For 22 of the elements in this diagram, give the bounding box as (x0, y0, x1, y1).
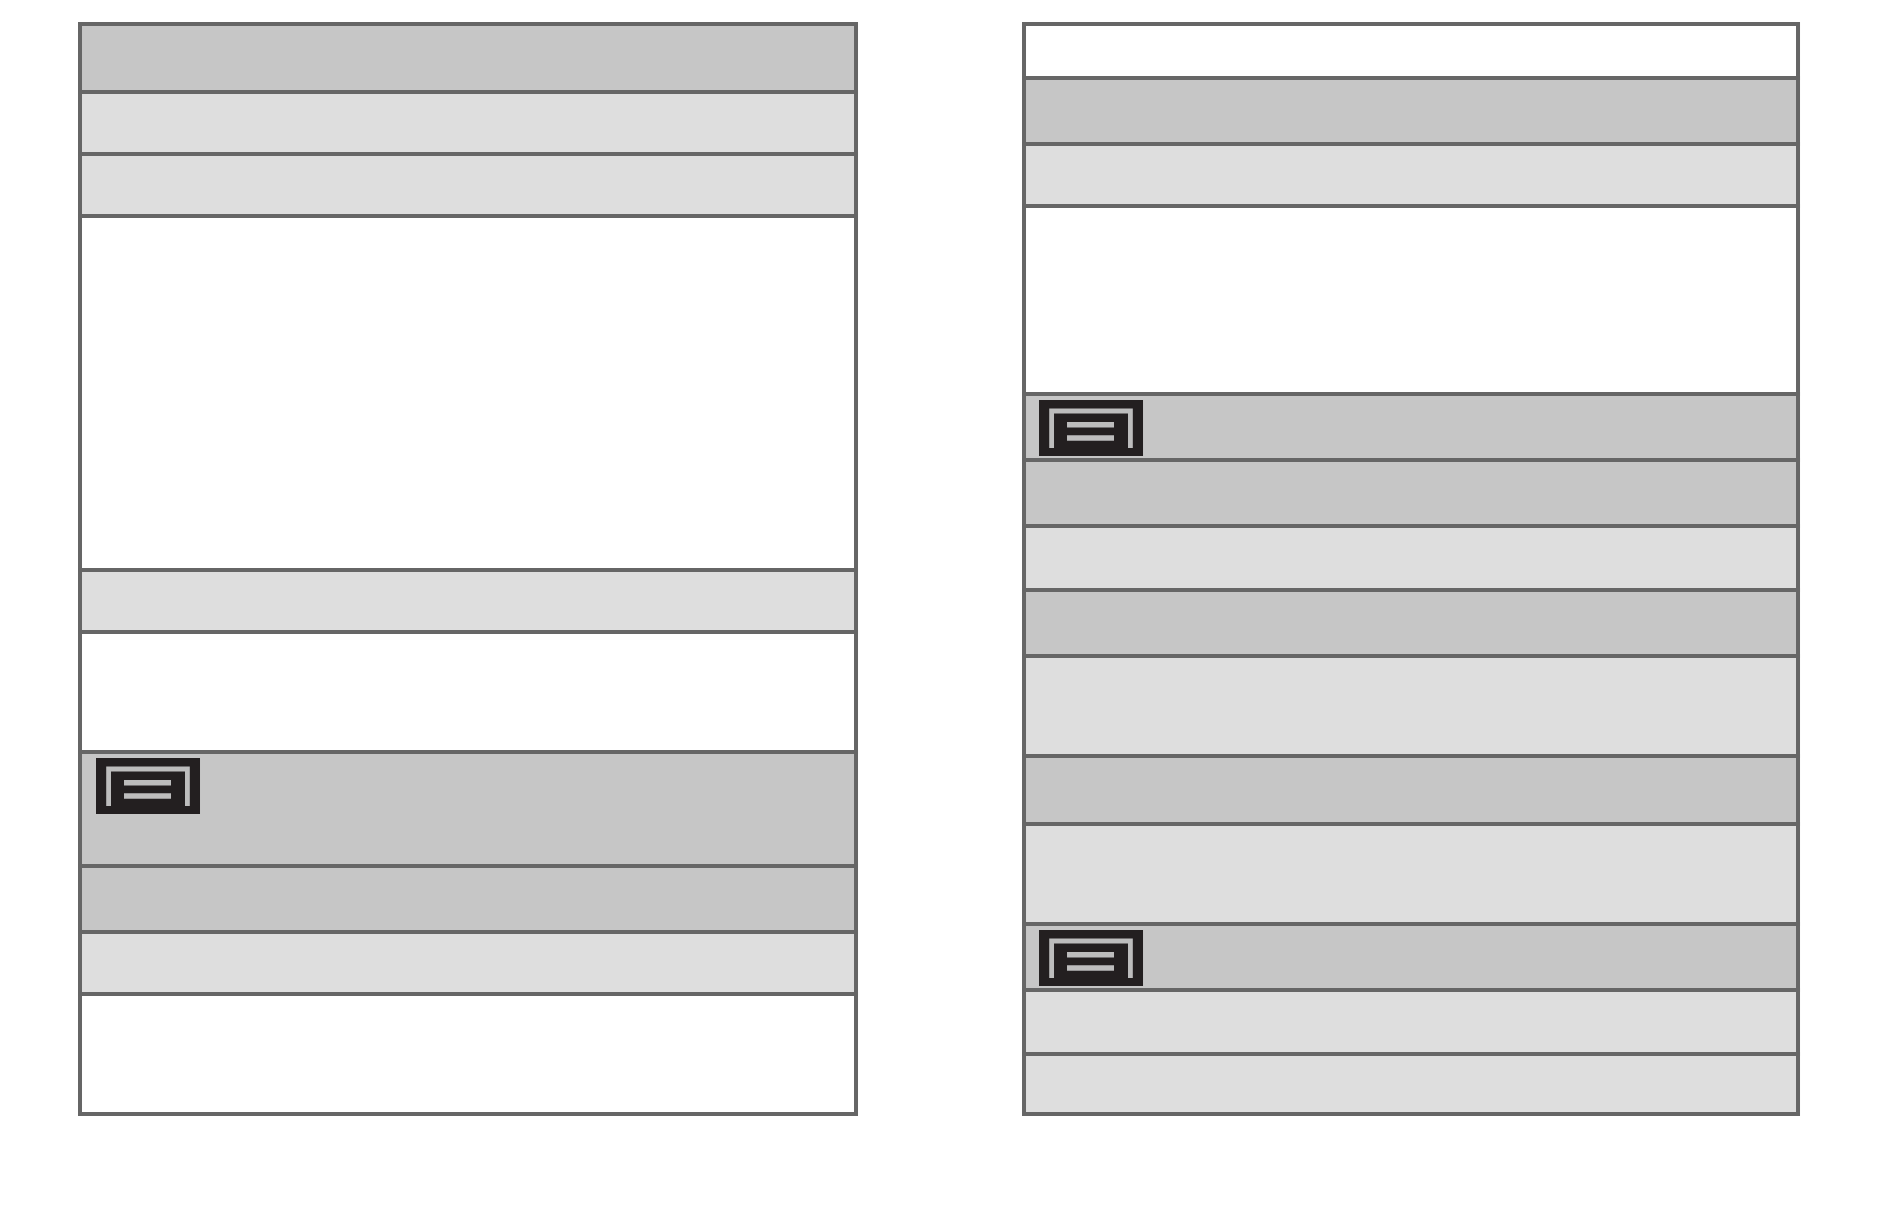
table-row (78, 750, 858, 868)
table-row (78, 630, 858, 754)
table-row (1022, 76, 1800, 146)
table-row (78, 568, 858, 634)
table-row (1022, 588, 1800, 658)
table-row (1022, 524, 1800, 592)
table-row (1022, 458, 1800, 528)
table-row (1022, 22, 1800, 80)
table-row (78, 152, 858, 218)
table-row (1022, 1052, 1800, 1116)
table-row (78, 90, 858, 156)
table-row (1022, 988, 1800, 1056)
table-row (1022, 654, 1800, 758)
table-row (78, 22, 858, 94)
table-row (78, 992, 858, 1116)
table-row (1022, 204, 1800, 396)
table-row (78, 864, 858, 934)
table-row (78, 930, 858, 996)
table-row (78, 214, 858, 572)
table-row (1022, 142, 1800, 208)
table-row (1022, 822, 1800, 926)
table-row (1022, 754, 1800, 826)
